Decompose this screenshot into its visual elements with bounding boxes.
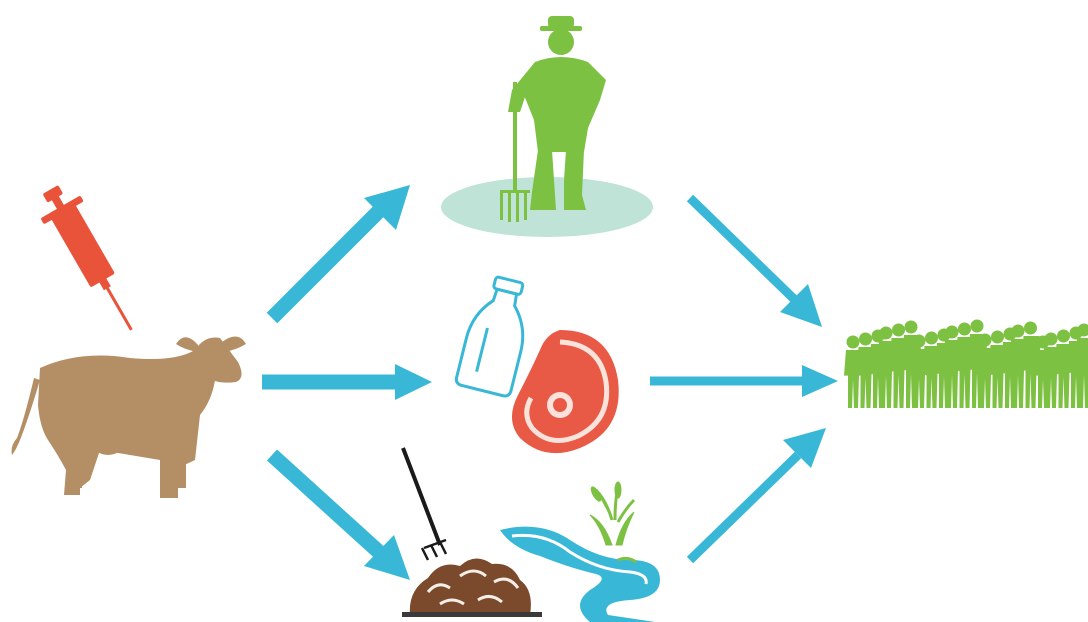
arrow-cow-to-food	[262, 364, 432, 400]
crowd-icon	[844, 320, 1088, 409]
arrow-environment-to-population	[690, 428, 826, 560]
arrow-farmer-to-population	[690, 198, 822, 327]
steak-icon	[512, 330, 619, 453]
cow-icon	[12, 336, 246, 498]
syringe-icon	[30, 178, 151, 341]
arrow-food-to-population	[650, 365, 838, 397]
arrow-cow-to-environment	[272, 455, 410, 580]
farmer-icon	[441, 16, 653, 237]
milk-bottle-icon	[455, 273, 537, 397]
arrow-cow-to-farmer	[272, 185, 410, 318]
